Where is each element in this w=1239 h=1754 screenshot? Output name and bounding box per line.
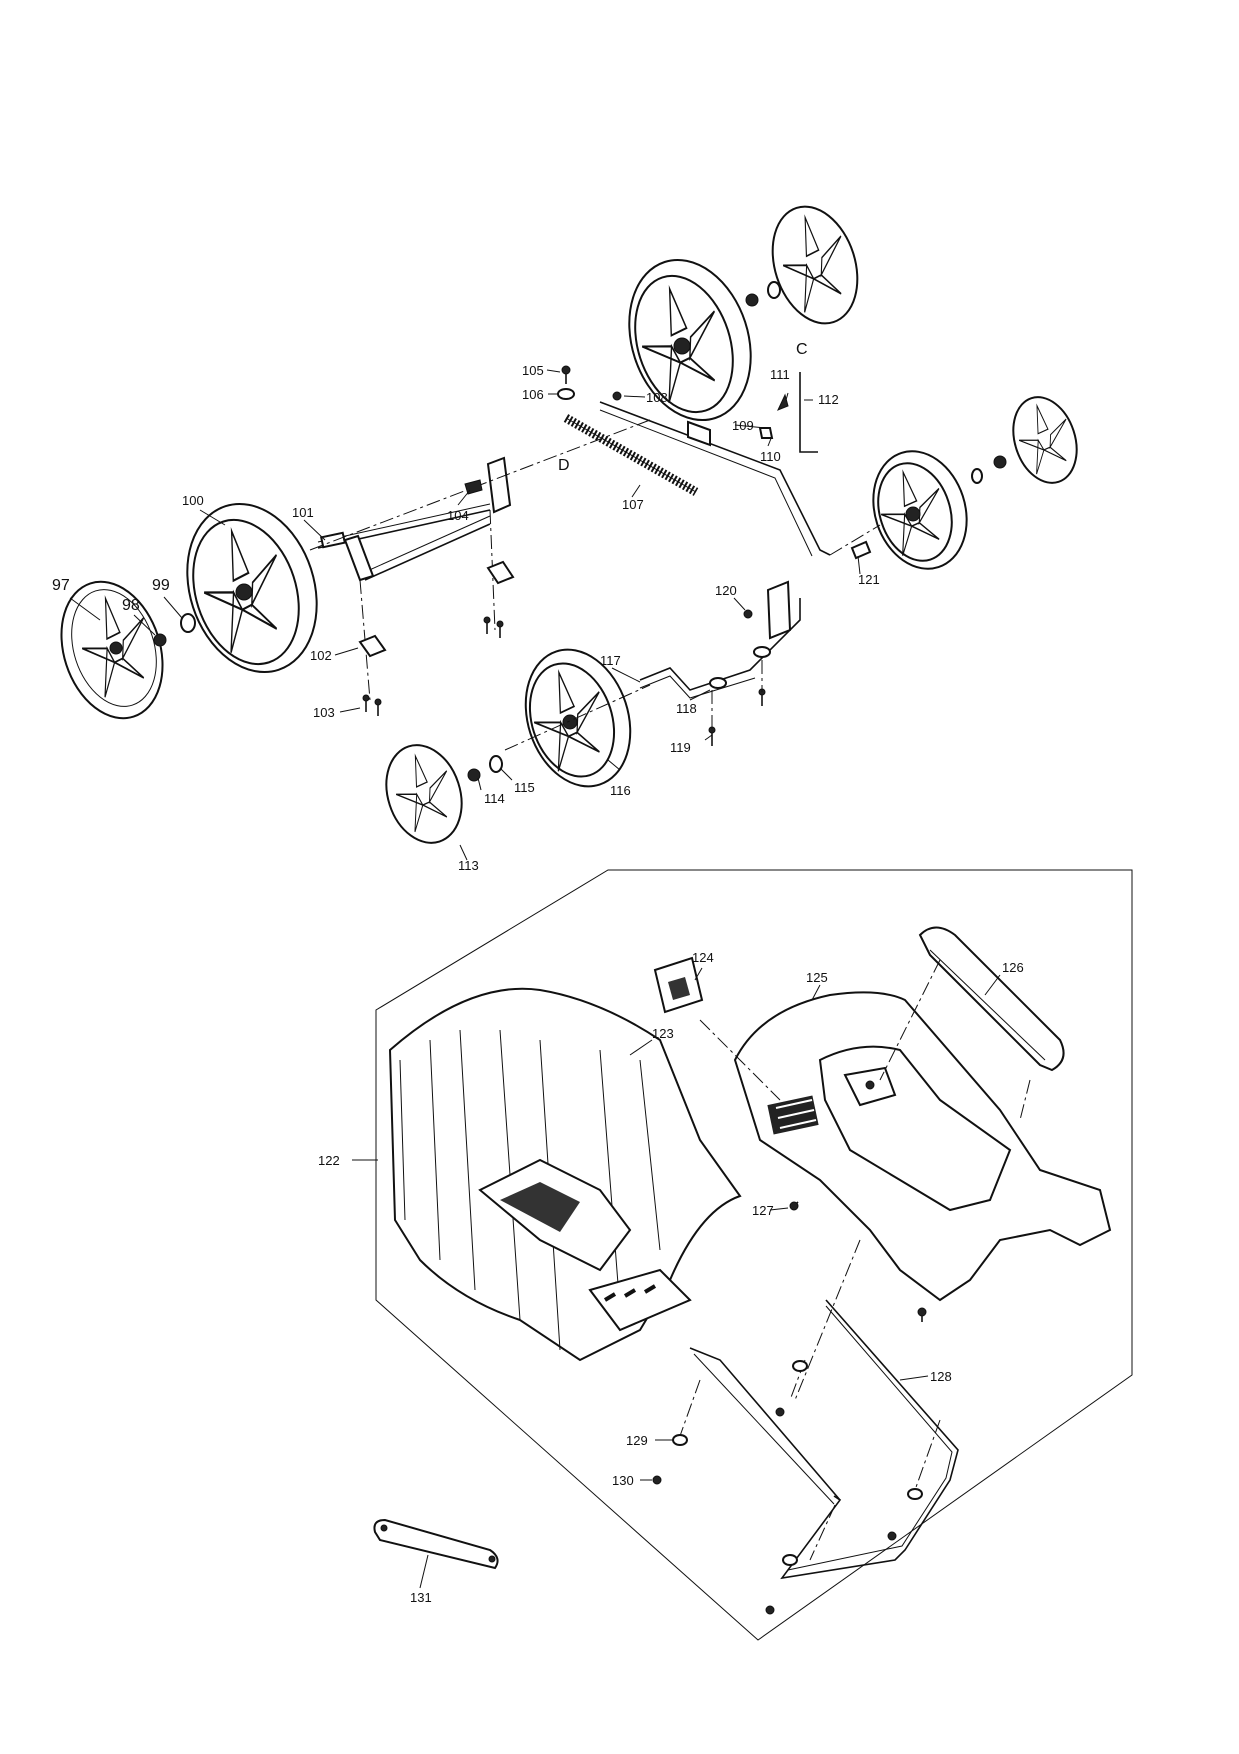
label-122: 122 bbox=[318, 1153, 340, 1168]
axle-101 bbox=[317, 456, 512, 582]
screws-103 bbox=[362, 616, 504, 716]
label-98: 98 bbox=[122, 597, 140, 614]
clip-110 bbox=[758, 427, 774, 439]
bushing-121 bbox=[850, 540, 872, 560]
ref-label-d: D bbox=[558, 457, 570, 474]
nut-upper bbox=[745, 293, 759, 307]
label-110: 110 bbox=[760, 449, 781, 464]
lever-109 bbox=[599, 401, 831, 557]
label-108: 108 bbox=[646, 390, 668, 405]
nut-108 bbox=[612, 391, 622, 401]
label-102: 102 bbox=[310, 648, 332, 663]
nut-120 bbox=[743, 609, 753, 619]
pin-111 bbox=[777, 393, 789, 411]
spring-107 bbox=[563, 414, 699, 496]
leader-lines bbox=[69, 369, 1001, 1589]
handle-grip-126 bbox=[918, 926, 1065, 1072]
washer-right bbox=[971, 468, 983, 484]
label-118: 118 bbox=[676, 701, 697, 716]
keypad-icon bbox=[767, 1095, 819, 1135]
wheel-rear-upper bbox=[628, 258, 752, 422]
label-113: 113 bbox=[458, 858, 479, 873]
group-border bbox=[375, 869, 1133, 1641]
label-124: 124 bbox=[692, 950, 714, 965]
hub-cap-113 bbox=[385, 743, 463, 844]
label-107: 107 bbox=[622, 497, 644, 512]
washer-upper bbox=[767, 281, 781, 299]
label-plate-124 bbox=[653, 956, 704, 1014]
label-99: 99 bbox=[152, 577, 170, 594]
label-106: 106 bbox=[522, 387, 544, 402]
label-131: 131 bbox=[410, 1590, 432, 1605]
washers-129 bbox=[672, 1360, 923, 1566]
label-130: 130 bbox=[612, 1473, 634, 1488]
bolt-104 bbox=[464, 479, 483, 495]
label-117: 117 bbox=[600, 653, 621, 668]
label-121: 121 bbox=[858, 572, 880, 587]
washer-118 bbox=[709, 677, 727, 689]
label-101: 101 bbox=[292, 505, 314, 520]
label-114: 114 bbox=[484, 791, 505, 806]
label-112: 112 bbox=[818, 392, 839, 407]
label-123: 123 bbox=[652, 1026, 674, 1041]
housing-cover-125 bbox=[733, 991, 1112, 1302]
label-109: 109 bbox=[732, 418, 754, 433]
nut-114 bbox=[467, 768, 481, 782]
label-115: 115 bbox=[514, 780, 535, 795]
label-104: 104 bbox=[447, 508, 469, 523]
part-labels: 97 98 99 100 101 102 103 104 105 106 107… bbox=[52, 341, 1024, 1605]
label-111: 111 bbox=[770, 367, 790, 382]
rod-112 bbox=[799, 372, 818, 453]
washer-115 bbox=[489, 755, 503, 773]
hub-cap-upper bbox=[771, 201, 859, 325]
screw-119 bbox=[708, 688, 766, 746]
screw-105 bbox=[561, 365, 571, 384]
hub-cap-right bbox=[1012, 394, 1078, 484]
label-127: 127 bbox=[752, 1203, 774, 1218]
wheel-116 bbox=[524, 648, 632, 788]
label-128: 128 bbox=[930, 1369, 952, 1384]
handle-bar-128 bbox=[689, 1299, 959, 1580]
label-103: 103 bbox=[313, 705, 335, 720]
wheel-right bbox=[872, 450, 968, 570]
washer-99 bbox=[180, 613, 196, 633]
label-105: 105 bbox=[522, 363, 544, 378]
label-125: 125 bbox=[806, 970, 828, 985]
label-97: 97 bbox=[52, 577, 70, 594]
tool-131 bbox=[373, 1518, 499, 1570]
wheel-100 bbox=[186, 502, 318, 674]
screw-housing bbox=[917, 1307, 927, 1322]
grass-box-123 bbox=[388, 987, 742, 1362]
washer-front bbox=[753, 646, 771, 658]
nut-98 bbox=[153, 633, 167, 647]
ref-label-c: C bbox=[796, 341, 808, 358]
screws-130 bbox=[652, 1407, 897, 1615]
label-119: 119 bbox=[670, 740, 691, 755]
nut-right bbox=[993, 455, 1007, 469]
label-129: 129 bbox=[626, 1433, 648, 1448]
label-126: 126 bbox=[1002, 960, 1024, 975]
block-102 bbox=[358, 560, 515, 658]
label-116: 116 bbox=[610, 783, 631, 798]
screw-127 bbox=[789, 1201, 799, 1211]
label-100: 100 bbox=[182, 493, 204, 508]
label-120: 120 bbox=[715, 583, 737, 598]
washer-106 bbox=[557, 388, 575, 400]
